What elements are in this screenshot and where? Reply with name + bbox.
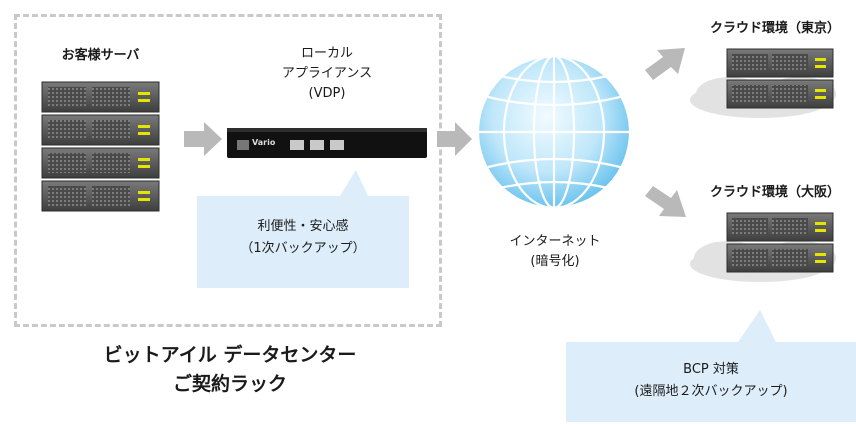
bubble-tail (340, 170, 368, 196)
cloud-tokyo-label: クラウド環境（東京） (709, 21, 840, 36)
arrow-right-icon (437, 122, 472, 156)
internet-label: インターネット (暗号化) (490, 232, 620, 272)
bcp-note-line: (遠隔地２次バックアップ) (634, 384, 788, 399)
customer-server-label: お客様サーバ (61, 48, 140, 63)
bcp-note-bubble: BCP 対策 (遠隔地２次バックアップ) (566, 342, 856, 422)
convenience-note-line: 利便性・安心感 (257, 219, 349, 234)
arrow-right-icon (184, 122, 222, 156)
datacenter-caption-line: ビットアイル データセンター (103, 344, 357, 366)
globe-icon (476, 54, 632, 210)
cloud-server-unit (726, 243, 834, 273)
convenience-note-line: （1次バックアップ） (240, 241, 366, 256)
cloud-osaka-icon (690, 212, 836, 282)
datacenter-caption: ビットアイル データセンター ご契約ラック (90, 341, 370, 399)
bubble-tail (738, 310, 776, 342)
datacenter-rack-region (14, 14, 442, 327)
appliance-label: ローカル アプライアンス (VDP) (262, 44, 392, 104)
cloud-server-unit (726, 212, 834, 242)
internet-label-line: インターネット (509, 234, 601, 249)
arrow-up-right-icon (645, 48, 685, 80)
server-unit (41, 180, 160, 212)
cloud-server-unit (726, 79, 834, 109)
appliance-label-line: アプライアンス (281, 66, 373, 81)
appliance-brand: Vario (252, 138, 276, 147)
bcp-note-line: BCP 対策 (683, 362, 739, 377)
appliance-icon (227, 128, 427, 158)
server-unit (41, 114, 160, 146)
appliance-label-line: (VDP) (308, 86, 346, 101)
cloud-tokyo-icon (690, 48, 836, 118)
cloud-osaka-label: クラウド環境（大阪） (709, 185, 840, 200)
customer-server-icon (41, 81, 160, 212)
server-unit (41, 147, 160, 179)
datacenter-caption-line: ご契約ラック (172, 373, 287, 395)
cloud-server-unit (726, 48, 834, 78)
appliance-label-line: ローカル (300, 46, 353, 61)
arrow-down-right-icon (645, 186, 686, 217)
internet-label-line: (暗号化) (530, 254, 580, 269)
server-unit (41, 81, 160, 113)
convenience-note-bubble: 利便性・安心感 （1次バックアップ） (197, 196, 409, 288)
